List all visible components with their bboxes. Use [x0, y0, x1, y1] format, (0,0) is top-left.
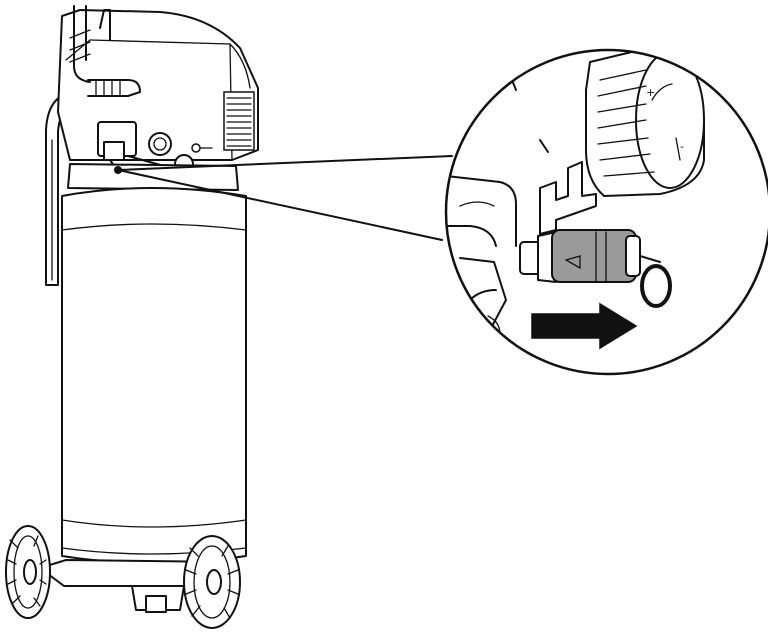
left-wheel-icon [5, 525, 51, 619]
knob-minus-mark: - [680, 140, 684, 153]
pull-ring-icon[interactable] [640, 264, 672, 308]
detail-magnifier-border [444, 48, 768, 376]
right-wheel-icon [183, 535, 241, 629]
callout-lines [117, 155, 453, 241]
air-compressor-icon [5, 5, 259, 629]
vent-grille [223, 91, 255, 151]
detail-magnifier: + - [444, 48, 768, 376]
shroud-screw [191, 143, 201, 153]
drain-valve-icon [519, 229, 672, 308]
pull-direction-arrow-icon [531, 302, 638, 350]
coil-tube [69, 5, 141, 97]
knob-plus-mark: + [646, 86, 655, 99]
air-tank [61, 187, 247, 564]
